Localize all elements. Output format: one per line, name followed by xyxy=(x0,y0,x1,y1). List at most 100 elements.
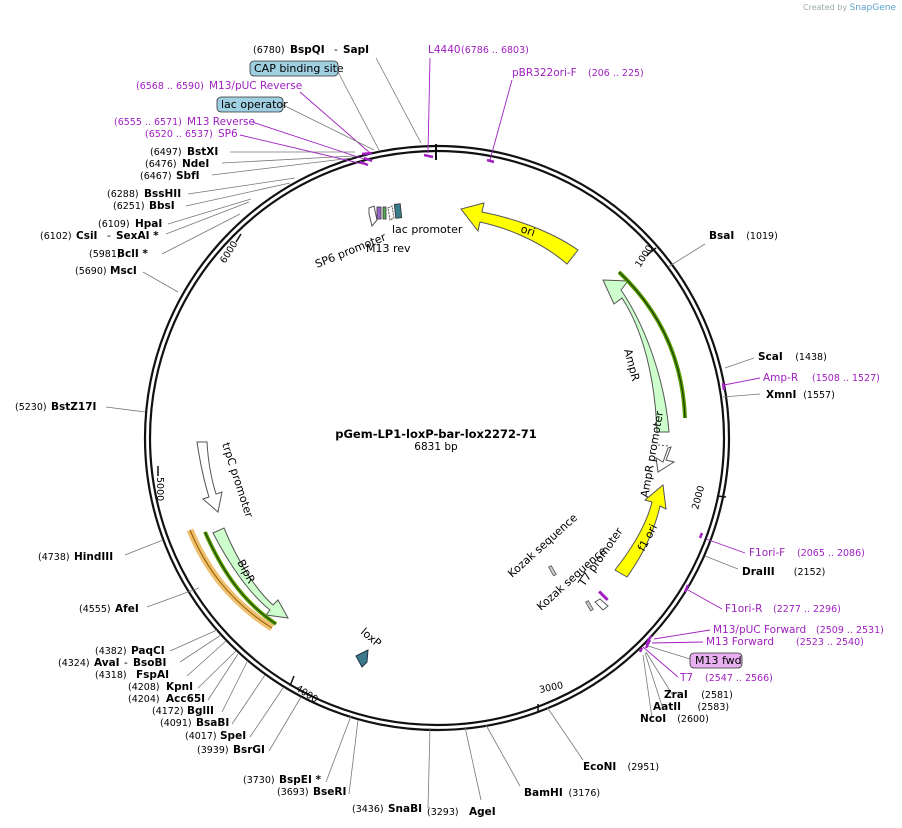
m13rev-box xyxy=(376,206,382,220)
site-xmni-name: XmnI xyxy=(766,389,796,401)
site-acc65i-leader xyxy=(207,653,239,701)
site-msci-pos: (5690) xyxy=(75,266,107,277)
kozak1-mark xyxy=(548,565,557,577)
site-csii-leader xyxy=(165,201,250,235)
tick-label-3000: 3000 xyxy=(538,680,564,696)
site-econi-pos: (2951) xyxy=(628,762,660,773)
site-afei-leader xyxy=(146,587,200,608)
site-bstz17i-name: BstZ17I xyxy=(51,401,96,413)
tick-mark xyxy=(289,675,295,687)
site-bsobi-name: BsoBI xyxy=(133,657,166,669)
site-kpni-pos: (4208) xyxy=(128,682,160,693)
site-bspqi-pos: (6780) xyxy=(253,45,285,56)
site-sbfi-leader xyxy=(211,157,353,176)
primer-f1ori-r-mark xyxy=(683,584,690,593)
primer-sp6-leader xyxy=(239,134,364,165)
primer-pbr322ori-f-pos: (206 .. 225) xyxy=(588,68,644,79)
leader-lines xyxy=(105,57,761,809)
site-bglii-leader xyxy=(221,661,248,713)
site-bamhi-name: BamHI xyxy=(524,787,563,799)
plasmid-name: pGem-LP1-loxP-bar-lox2272-71 xyxy=(335,427,537,441)
primer-m13-forward-name: M13 Forward xyxy=(706,636,774,648)
site-bsai-leader xyxy=(667,243,706,268)
tick-label-1000: 1000 xyxy=(633,243,655,269)
m13-fwd-tag: M13 fwd xyxy=(689,652,743,669)
m13rev-label: M13 rev xyxy=(366,242,411,255)
site-avai-pos: (4324) xyxy=(58,658,90,669)
lac-operator-label: lac operator xyxy=(221,98,288,111)
lac-promoter-label: lac promoter xyxy=(392,223,463,236)
primer-m13-puc-reverse-mark xyxy=(361,151,373,156)
site-ndei-pos: (6476) xyxy=(145,159,177,170)
site-agei-leader xyxy=(464,726,482,801)
site-xmni-leader xyxy=(722,393,761,398)
primer-m13-puc-forward-pos: (2509 .. 2531) xyxy=(816,625,884,636)
trpc-feature: trpC promoter xyxy=(196,441,256,520)
site-ncoi-pos: (2600) xyxy=(677,714,709,725)
site-snabi-pos: (3436) xyxy=(352,804,384,815)
site-bspei-pos: (3730) xyxy=(243,775,275,786)
cap-site-box xyxy=(393,203,403,219)
primer-sp6-pos: (6520 .. 6537) xyxy=(145,129,213,140)
loxp-label: loxP xyxy=(358,625,384,650)
site-acc65i-pos: (4204) xyxy=(128,694,160,705)
primer-m13-forward-mark xyxy=(644,639,652,649)
ampr-orf-line xyxy=(618,271,686,419)
primer-f1ori-f-name: F1ori-F xyxy=(749,547,785,559)
primer-m13-reverse-name: M13 Reverse xyxy=(187,116,255,128)
site-fspai-leader xyxy=(186,640,227,677)
site-bseri-name: BseRI xyxy=(313,786,346,798)
site-bsabi-pos: (4091) xyxy=(160,718,192,729)
primer-t7-pos: (2547 .. 2566) xyxy=(705,673,773,684)
site-csii-sep: - xyxy=(107,230,111,242)
site-bstxi-pos: (6497) xyxy=(150,147,182,158)
ampr-promoter-arrow xyxy=(655,446,676,473)
site-bstxi-name: BstXI xyxy=(187,146,218,158)
primer-pbr322ori-f-name: pBR322ori-F xyxy=(512,67,577,79)
primer-l4440-mark xyxy=(423,153,434,159)
site-avai-leader xyxy=(179,634,222,663)
tick-mark xyxy=(646,247,657,256)
kozak1-label: Kozak sequence xyxy=(505,511,580,580)
site-kpni-leader xyxy=(197,650,237,689)
primer-m13-reverse-leader xyxy=(251,121,368,161)
site-bglii-pos: (4172) xyxy=(152,706,184,717)
primer-f1ori-r-pos: (2277 .. 2296) xyxy=(773,604,841,615)
primer-sp6-mark xyxy=(359,160,369,167)
primer-l4440-name: L4440 xyxy=(428,44,461,56)
primer-amp-r-leader xyxy=(723,377,761,386)
site-ndei-leader xyxy=(221,155,354,164)
cap-binding-label: CAP binding site xyxy=(254,62,344,75)
site-csii-name: CsiI xyxy=(76,230,97,242)
site-bcli-name: BclI * xyxy=(117,248,148,260)
site-hindiii-leader xyxy=(124,539,164,556)
ori-label: ori xyxy=(519,222,537,239)
site-aatii-name: AatII xyxy=(653,701,681,713)
cap-box-leader xyxy=(337,71,380,151)
primer-amp-r-mark xyxy=(721,382,726,391)
kozak-t7-cluster: Kozak sequence Kozak sequence T7 promote… xyxy=(505,511,626,613)
site-sbfi-name: SbfI xyxy=(176,170,200,182)
ampr-feature: AmpR xyxy=(602,270,687,433)
ampr-label: AmpR xyxy=(621,347,642,382)
primer-l4440-leader xyxy=(427,57,431,154)
site-avai-name: AvaI xyxy=(94,657,120,669)
site-kpni-name: KpnI xyxy=(166,681,193,693)
t7-mark xyxy=(598,590,609,601)
site-avai-sep: - xyxy=(124,657,128,669)
site-bcli-leader xyxy=(161,213,241,255)
site-bstz17i-leader xyxy=(105,406,146,413)
site-aatii-leader xyxy=(644,652,663,707)
site-bsabi-name: BsaBI xyxy=(196,717,229,729)
bipr-arrow xyxy=(212,527,289,619)
site-bspqi-name: BspQI xyxy=(290,44,325,56)
ampr-arrow xyxy=(602,279,670,433)
loxp-feature: loxP xyxy=(355,625,384,668)
site-bbsi-name: BbsI xyxy=(149,200,175,212)
site-bspei-leader xyxy=(325,715,352,783)
site-bsshii-name: BssHII xyxy=(144,188,181,200)
primer-amp-r-pos: (1508 .. 1527) xyxy=(812,373,880,384)
trpc-arrow xyxy=(196,441,223,513)
